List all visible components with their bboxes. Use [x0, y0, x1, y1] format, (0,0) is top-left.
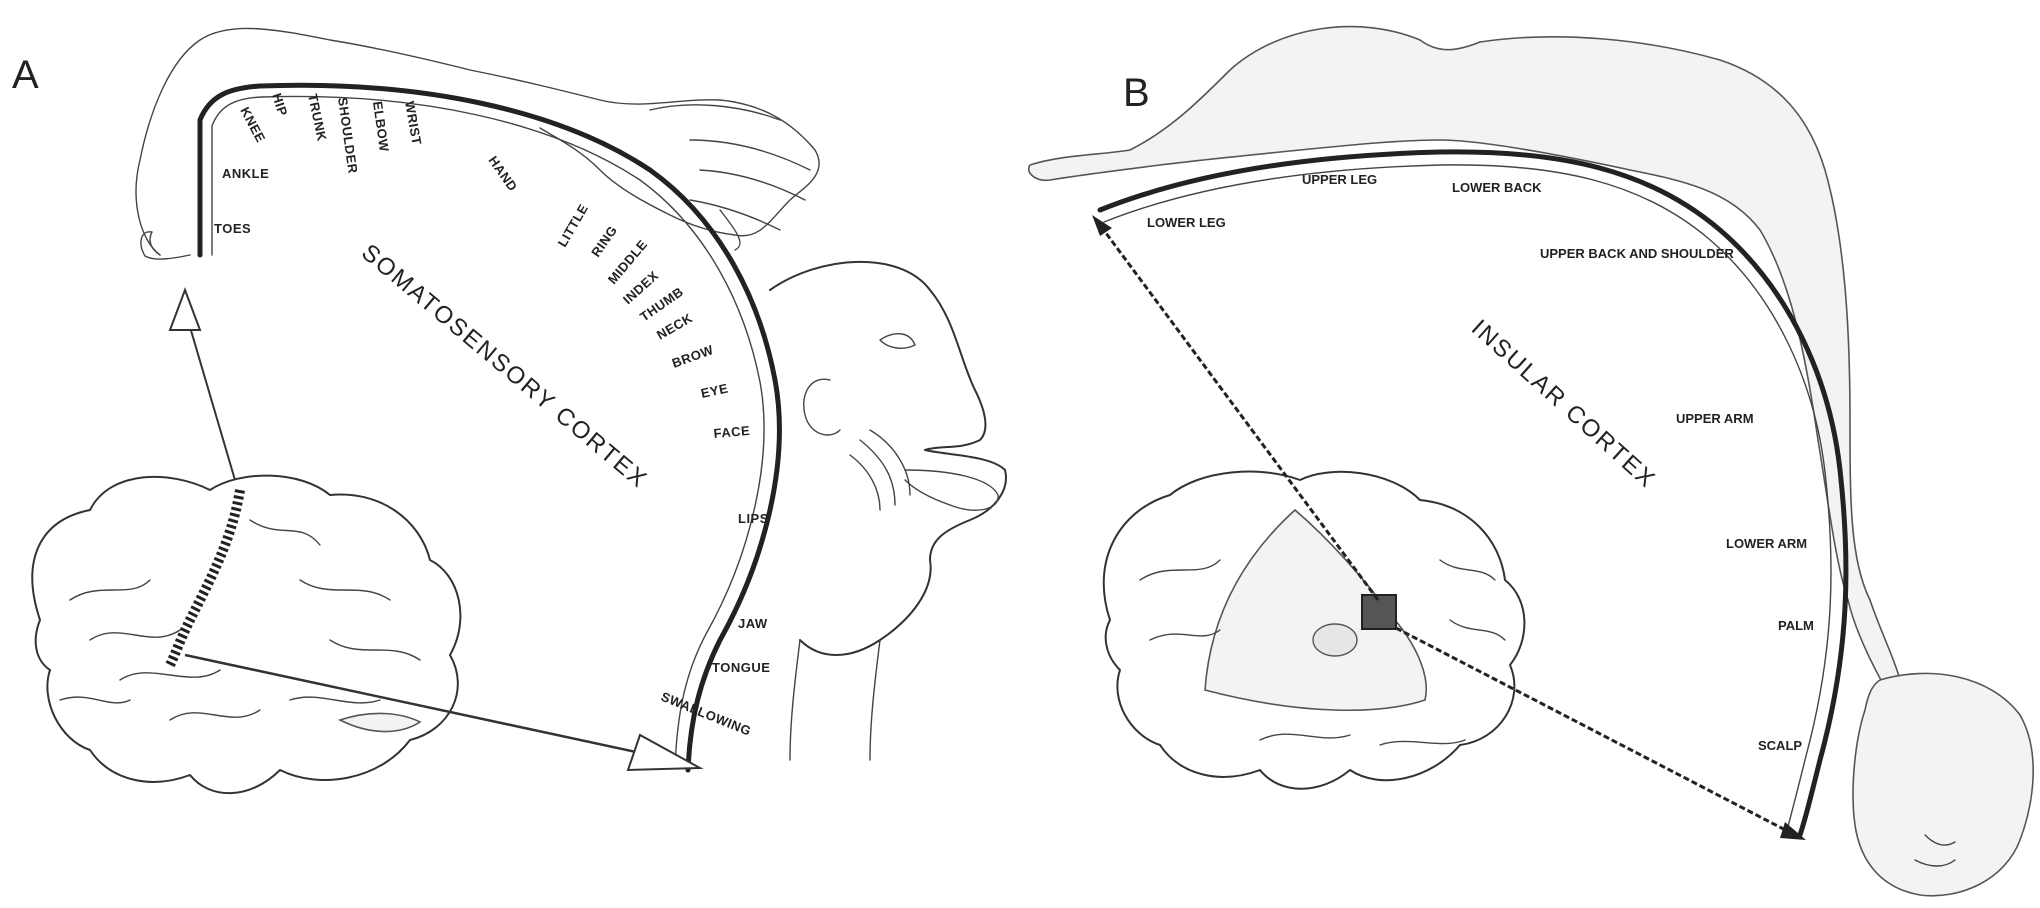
homunculus-a-cheek-lines [850, 430, 910, 510]
label-hip: HIP [269, 91, 290, 118]
label-knee: KNEE [237, 104, 268, 145]
insular-arc [1100, 152, 1846, 835]
label-lips: LIPS [738, 511, 769, 526]
somatosensory-arc [200, 85, 779, 770]
label-upper-arm: UPPER ARM [1676, 411, 1754, 426]
label-ankle: ANKLE [222, 166, 269, 181]
arrow-b-down-line [1396, 628, 1795, 835]
brain-a-temporal-shade [340, 713, 420, 731]
insular-title: INSULAR CORTEX [1466, 314, 1661, 494]
insula-highlight-box [1362, 595, 1396, 629]
label-toes: TOES [214, 221, 251, 236]
label-upper-back-shoulder: UPPER BACK AND SHOULDER [1540, 246, 1734, 261]
homunculus-a-head [770, 262, 1006, 655]
arrow-b-up-head [1092, 215, 1112, 236]
label-ring: RING [588, 223, 620, 260]
arrow-a-right-line [185, 655, 650, 755]
label-lower-back: LOWER BACK [1452, 180, 1542, 195]
insula-detail [1313, 624, 1357, 656]
panel-a: A TOES ANKLE KNEE HIP TRUNK SHOULDER ELB… [12, 28, 1006, 793]
panel-b-letter: B [1123, 71, 1150, 115]
label-swallowing: SWALLOWING [659, 689, 754, 739]
arrow-a-up-head [170, 290, 200, 330]
brain-a-outline [32, 476, 460, 794]
label-wrist: WRIST [402, 100, 424, 146]
label-little: LITTLE [555, 201, 592, 249]
label-eye: EYE [700, 381, 730, 401]
label-face: FACE [713, 423, 751, 441]
label-upper-leg: UPPER LEG [1302, 172, 1377, 187]
homunculus-a-ear [804, 379, 840, 435]
label-neck: NECK [654, 310, 695, 342]
brain-a-central-sulcus [170, 490, 240, 665]
arrow-a-up-line [185, 310, 235, 480]
brain-a-gyri [60, 520, 420, 720]
label-shoulder: SHOULDER [335, 96, 361, 174]
arrow-b-up-line [1100, 225, 1378, 600]
homunculus-a-tongue [905, 470, 998, 510]
label-lower-arm: LOWER ARM [1726, 536, 1807, 551]
panel-a-letter: A [12, 53, 39, 97]
homunculus-a-foot [141, 232, 190, 259]
label-palm: PALM [1778, 618, 1814, 633]
label-lower-leg: LOWER LEG [1147, 215, 1226, 230]
insular-arc-inner [1104, 165, 1831, 830]
label-elbow: ELBOW [370, 100, 392, 153]
label-scalp: SCALP [1758, 738, 1802, 753]
label-jaw: JAW [738, 616, 768, 631]
somatosensory-labels: TOES ANKLE KNEE HIP TRUNK SHOULDER ELBOW… [214, 91, 770, 738]
label-brow: BROW [670, 342, 716, 371]
label-trunk: TRUNK [305, 93, 330, 143]
homunculus-a-eye [880, 334, 915, 349]
panel-b: B LOWER LEG UPPER LEG LOWER BACK UPPER B… [1029, 27, 2033, 896]
homunculus-b-head [1853, 673, 2033, 895]
homunculus-a-neck [790, 640, 880, 760]
label-tongue: TONGUE [712, 660, 770, 675]
homunculus-b-body [1029, 27, 1900, 682]
homunculus-a-hand [650, 105, 810, 250]
label-hand: HAND [486, 153, 521, 194]
